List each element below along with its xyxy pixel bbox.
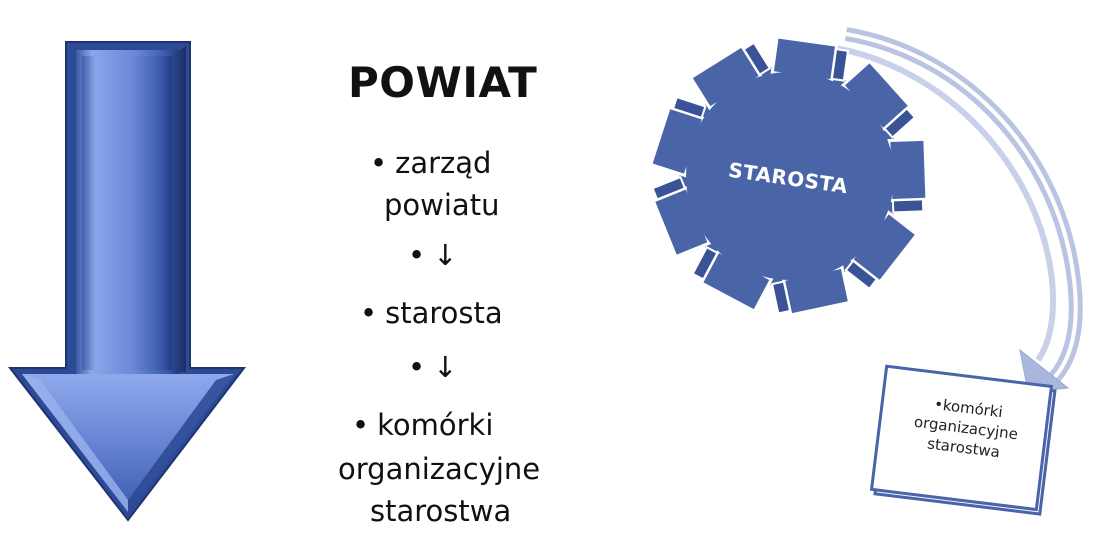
list-item: •komórki [352, 408, 494, 442]
list-item-continuation: powiatu [384, 188, 500, 222]
list-item: •↓ [408, 350, 458, 384]
list-item-continuation: starostwa [370, 494, 512, 528]
list-item: •starosta [360, 296, 503, 330]
curved-arrow-icon [835, 27, 1083, 393]
list-item: •zarząd [370, 146, 492, 180]
list-item-continuation: organizacyjne [338, 452, 541, 486]
page-title: POWIAT [348, 58, 538, 107]
gear-icon [648, 35, 929, 317]
down-arrow-icon [7, 41, 247, 522]
org-units-box [869, 364, 1057, 516]
list-item: •↓ [408, 238, 458, 272]
